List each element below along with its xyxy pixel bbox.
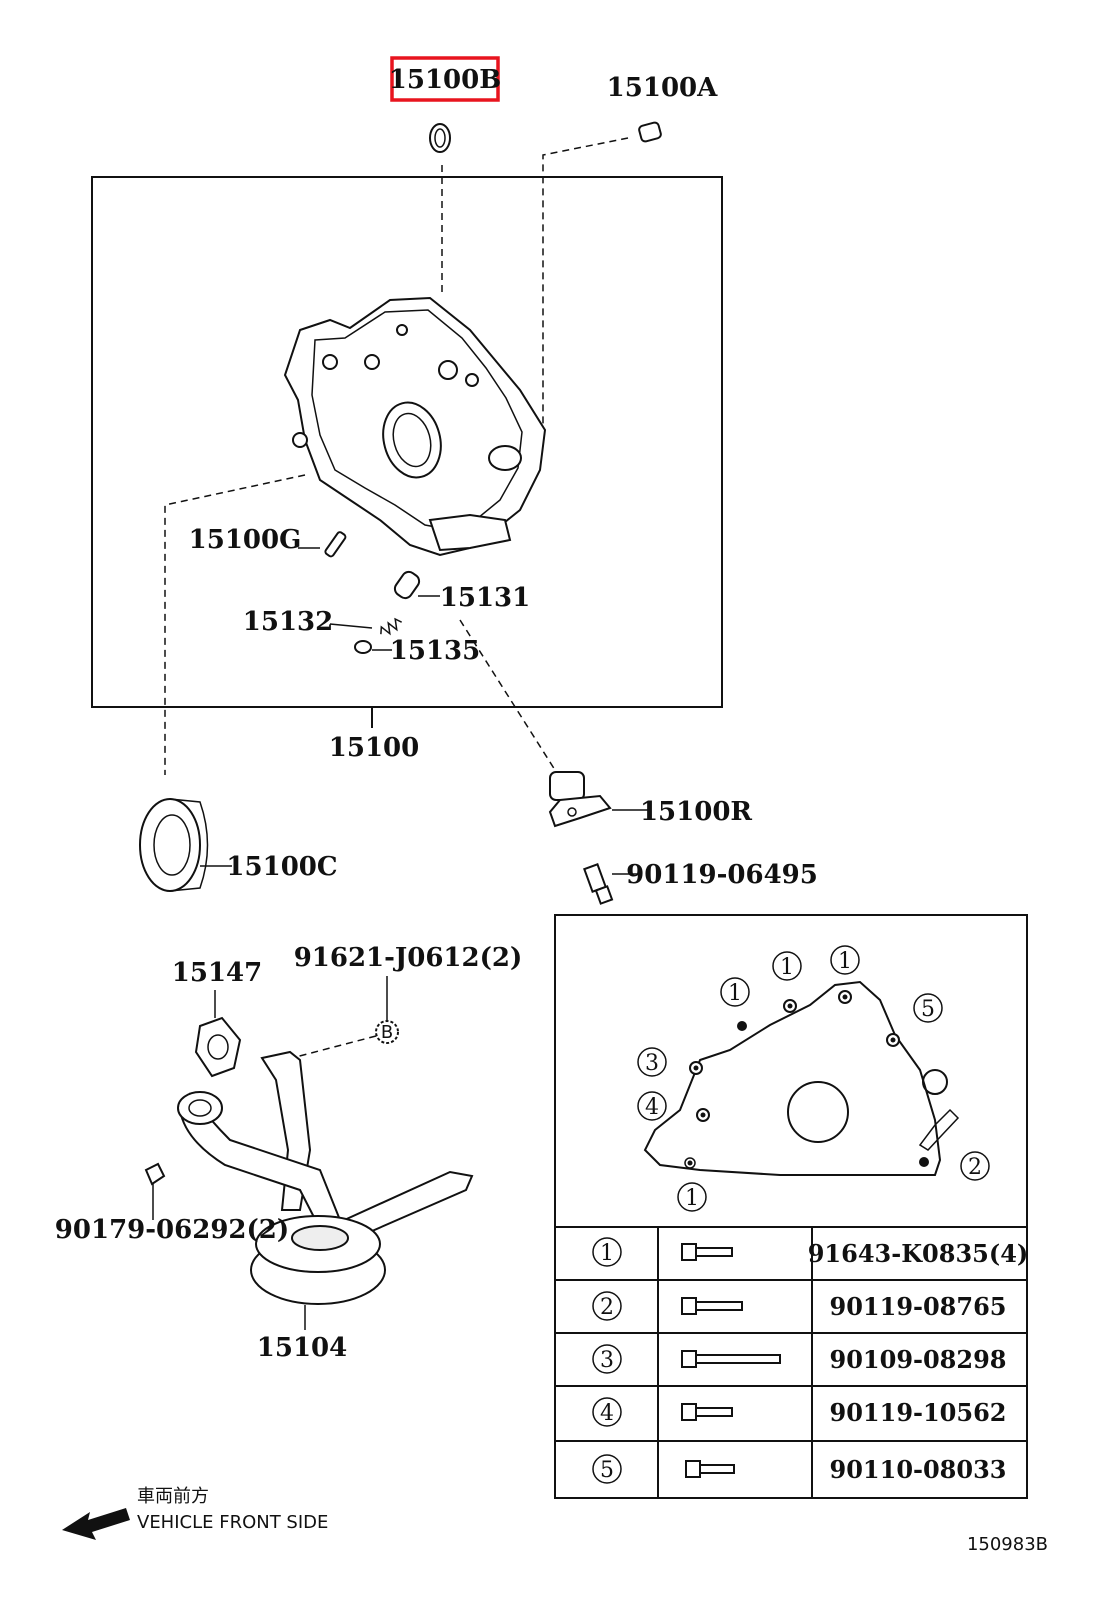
label-15132[interactable]: 15132 (243, 607, 333, 637)
direction-japanese: 車両前方 (137, 1486, 209, 1507)
bolt-icon (681, 1297, 743, 1315)
marker-5: 5 (913, 993, 943, 1023)
bolt-90119-06495-part (583, 863, 614, 905)
nut-90179-06292-part (144, 1162, 166, 1186)
svg-text:5: 5 (921, 997, 935, 1022)
pump-outline-diagram (643, 980, 960, 1176)
svg-text:1: 1 (780, 955, 794, 980)
label-91621-J0612[interactable]: 91621-J0612(2) (294, 943, 523, 973)
bolt-table (555, 1226, 1027, 1498)
svg-text:1: 1 (838, 949, 852, 974)
direction-english: VEHICLE FRONT SIDE (137, 1512, 328, 1533)
label-15100B: 15100B (389, 65, 501, 95)
callout-15100B[interactable]: 15100B (389, 56, 501, 102)
row-index: 2 (600, 1295, 614, 1320)
bolt-icon (681, 1243, 733, 1261)
table-row: 5 90110-08033 (592, 1454, 1007, 1484)
diagram-code: 150983B (967, 1534, 1048, 1555)
table-row: 4 90119-10562 (592, 1397, 1007, 1427)
leader-15100R (459, 619, 556, 771)
oil-seal-15100C-part (139, 798, 209, 892)
bolt-location-box (554, 914, 1028, 1499)
label-15100A[interactable]: 15100A (607, 73, 718, 103)
row-index: 1 (600, 1241, 614, 1266)
marker-1-a: 1 (720, 977, 750, 1007)
highlight-box (390, 56, 500, 102)
oil-strainer-15104-part (177, 1050, 474, 1305)
oil-pump-body-part (283, 296, 547, 557)
svg-text:B: B (381, 1022, 393, 1043)
arrow-left-icon (62, 1508, 130, 1540)
label-15100[interactable]: 15100 (329, 733, 419, 763)
gasket-15147-part (194, 1016, 242, 1078)
stud-15100G-part (324, 531, 347, 558)
row-part-number: 90119-10562 (830, 1398, 1007, 1427)
label-15100R[interactable]: 15100R (640, 797, 752, 827)
svg-text:1: 1 (685, 1186, 699, 1211)
label-15131[interactable]: 15131 (440, 583, 530, 613)
marker-1-c: 1 (830, 945, 860, 975)
marker-1-b: 1 (772, 951, 802, 981)
row-index: 5 (600, 1458, 614, 1483)
label-90119-06495[interactable]: 90119-06495 (626, 860, 818, 890)
svg-text:3: 3 (645, 1051, 659, 1076)
bolt-icon (681, 1403, 733, 1421)
spring-15132-part (380, 617, 402, 636)
bolt-positions (687, 990, 929, 1167)
leader-15100A (542, 137, 629, 435)
label-90179-06292[interactable]: 90179-06292(2) (55, 1215, 289, 1245)
label-15104[interactable]: 15104 (257, 1333, 347, 1363)
sensor-15100R-part (548, 771, 612, 828)
row-index: 4 (600, 1401, 614, 1426)
label-15147[interactable]: 15147 (172, 958, 262, 988)
assembly-box-15100 (91, 176, 723, 708)
svg-text:2: 2 (968, 1155, 982, 1180)
pin-15100A-part (638, 121, 662, 143)
label-15135[interactable]: 15135 (390, 636, 480, 666)
marker-4: 4 (637, 1091, 667, 1121)
svg-text:1: 1 (728, 981, 742, 1006)
row-index: 3 (600, 1348, 614, 1373)
marker-2: 2 (960, 1151, 990, 1181)
svg-text:4: 4 (645, 1095, 659, 1120)
row-part-number: 90109-08298 (830, 1345, 1007, 1374)
label-15100C[interactable]: 15100C (226, 852, 337, 882)
bolt-icon (685, 1460, 735, 1478)
table-row: 2 90119-08765 (592, 1291, 1007, 1321)
o-ring-15100B-part (429, 123, 451, 153)
marker-3: 3 (637, 1047, 667, 1077)
row-part-number: 90110-08033 (830, 1455, 1007, 1484)
plug-15135-part (354, 640, 372, 654)
row-part-number: 91643-K0835(4) (808, 1239, 1029, 1268)
bolt-marker-B: B (375, 1020, 399, 1044)
table-row: 1 91643-K0835(4) (592, 1237, 1029, 1268)
marker-1-d: 1 (677, 1182, 707, 1212)
valve-15131-part (393, 570, 421, 600)
table-row: 3 90109-08298 (592, 1344, 1007, 1374)
row-part-number: 90119-08765 (830, 1292, 1007, 1321)
bolt-icon (681, 1350, 781, 1368)
label-15100G[interactable]: 15100G (189, 525, 302, 555)
